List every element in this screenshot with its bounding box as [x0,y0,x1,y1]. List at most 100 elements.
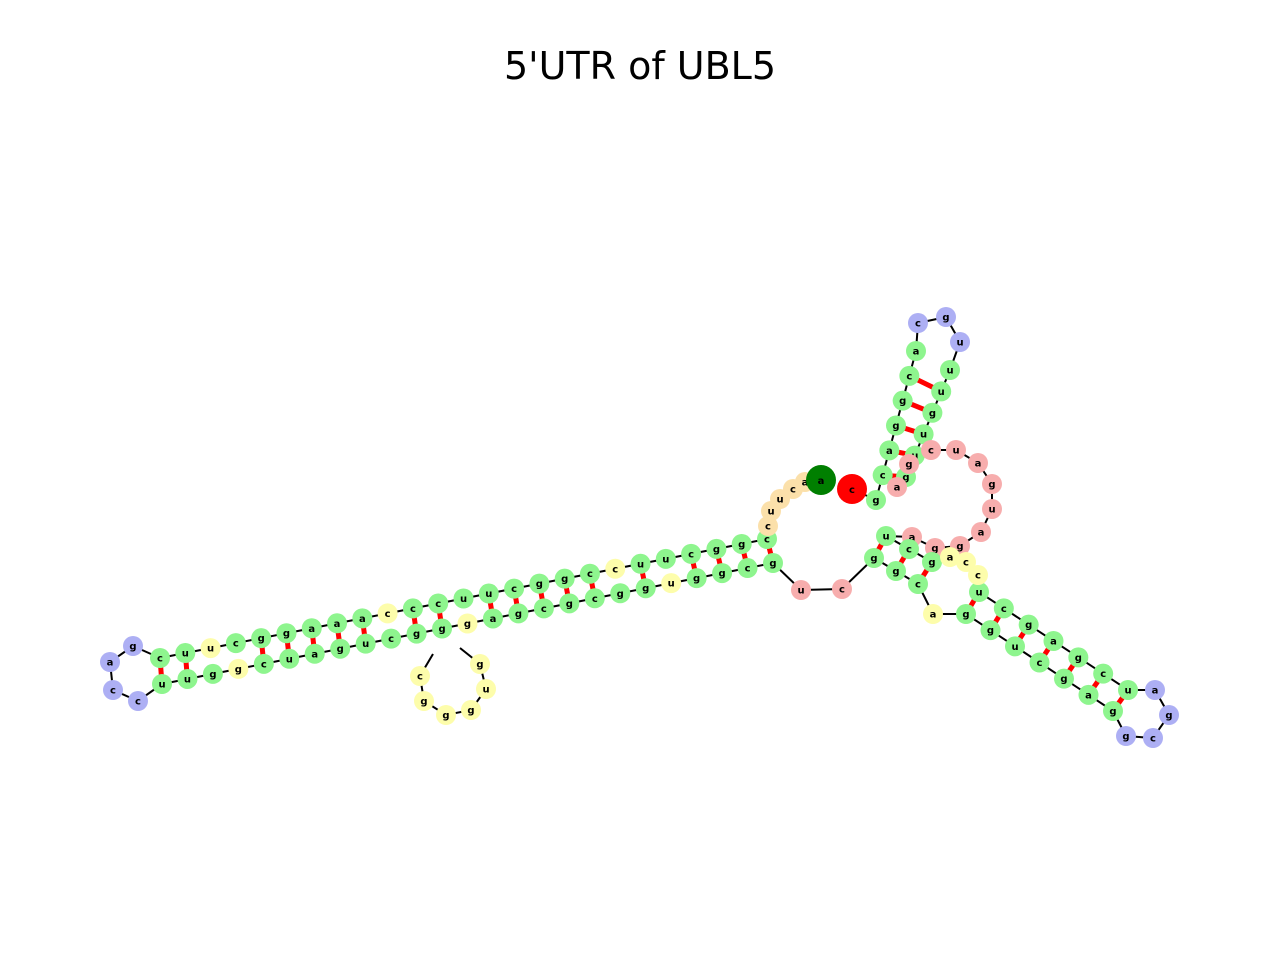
nucleotide: g [1116,726,1136,746]
nucleotide-letter: g [209,669,216,680]
nucleotide-letter: a [490,614,497,625]
nucleotide: a [1078,684,1099,705]
nucleotide-letter: g [1060,674,1067,685]
nucleotide: u [969,582,989,602]
nucleotide-letter: c [963,558,969,569]
nucleotide: a [304,643,325,664]
nucleotide: a [1145,680,1165,700]
nucleotide: g [1018,614,1039,635]
nucleotide-letter: c [906,545,912,556]
nucleotide-letter: a [311,649,318,660]
nucleotide: a [327,613,348,634]
nucleotide: g [866,490,886,510]
nucleotide: a [879,440,900,461]
nucleotide-letter: c [417,672,423,683]
nucleotide-letter: u [668,579,675,590]
nucleotide: c [758,516,778,536]
nucleotide: g [276,623,297,644]
nucleotide: u [946,440,966,460]
nucleotide-letter: g [642,584,649,595]
nucleotide-letter: a [1152,686,1159,697]
nucleotide: g [886,415,906,436]
nucleotide-letter: g [566,599,573,610]
nucleotide-letter: u [767,507,774,518]
nucleotide-letter: c [839,585,845,596]
nucleotide: g [529,573,550,594]
nucleotide: g [980,620,1001,641]
nucleotide: g [432,618,453,639]
nucleotide-letter: g [617,589,624,600]
end-marker-label: c [849,485,855,496]
nucleotide-letter: u [637,559,644,570]
nucleotide: g [706,538,727,559]
nucleotide: a [971,522,991,542]
nucleotide-letter: g [235,664,242,675]
nucleotide-letter: u [946,366,953,377]
nucleotide: a [352,608,373,629]
nucleotide-letter: u [182,649,189,660]
nucleotide-letter: c [915,319,921,330]
nucleotide-letter: g [738,539,745,550]
nucleotide-letter: g [1109,707,1116,718]
nucleotide-letter: g [561,574,568,585]
nucleotide: c [968,565,988,585]
nucleotide-letter: c [385,609,391,620]
nucleotide-letter: c [688,549,694,560]
nucleotide-letter: g [928,558,935,569]
nucleotide-letter: g [892,421,899,432]
nucleotide: g [406,623,427,644]
nucleotide-letter: a [947,553,954,564]
nucleotide: g [436,705,456,725]
nucleotide: c [377,603,398,624]
nucleotide: g [461,700,481,720]
nucleotide: u [152,674,172,694]
nucleotide-letter: u [956,338,963,349]
nucleotide: u [279,648,300,669]
nucleotide-letter: g [929,408,936,419]
nucleotide-letter: g [892,567,899,578]
nucleotide: g [1068,647,1089,668]
nucleotide: u [355,633,376,654]
nucleotide: c [533,598,554,619]
nucleotide: g [712,563,733,584]
nucleotide: c [737,558,758,579]
nucleotide-letter: u [184,674,191,685]
nucleotide: c [956,552,976,572]
nucleotide: u [1118,680,1138,700]
nucleotide: g [1103,701,1123,721]
nucleotide: c [832,579,852,599]
nucleotide-letter: u [662,554,669,565]
nucleotide-letter: u [797,586,804,597]
nucleotide: a [887,477,907,497]
nucleotide-letter: g [713,544,720,555]
nucleotide: u [876,526,896,546]
nucleotide-letter: u [207,644,214,655]
backbone-line [108,315,1171,740]
nucleotide: g [763,553,783,573]
nucleotide-letter: u [920,430,927,441]
nucleotide-letter: g [536,579,543,590]
nucleotide-letter: u [1011,642,1018,653]
nucleotide-letter: c [511,584,517,595]
nucleotide: u [453,588,474,609]
nucleotide: u [940,360,960,380]
nucleotide: g [559,593,580,614]
nucleotide-letter: g [464,619,471,630]
nucleotide-letter: g [420,697,427,708]
nucleotide-letter: g [283,629,290,640]
nucleotide: c [410,666,430,686]
nucleotide-letter: c [1150,734,1156,745]
diagram-title: 5'UTR of UBL5 [503,44,777,88]
nucleotide-letter: a [930,610,937,621]
nucleotide: u [791,580,811,600]
nucleotide: c [103,680,123,700]
nucleotide-letter: u [286,654,293,665]
nucleotide: g [686,568,707,589]
nucleotide: c [128,691,148,711]
end-marker: c [837,474,867,504]
nucleotide-letter: g [769,559,776,570]
nucleotide: u [931,381,952,402]
nucleotide-letter: a [334,619,341,630]
nucleotide: c [381,628,402,649]
nucleotide: g [731,533,752,554]
